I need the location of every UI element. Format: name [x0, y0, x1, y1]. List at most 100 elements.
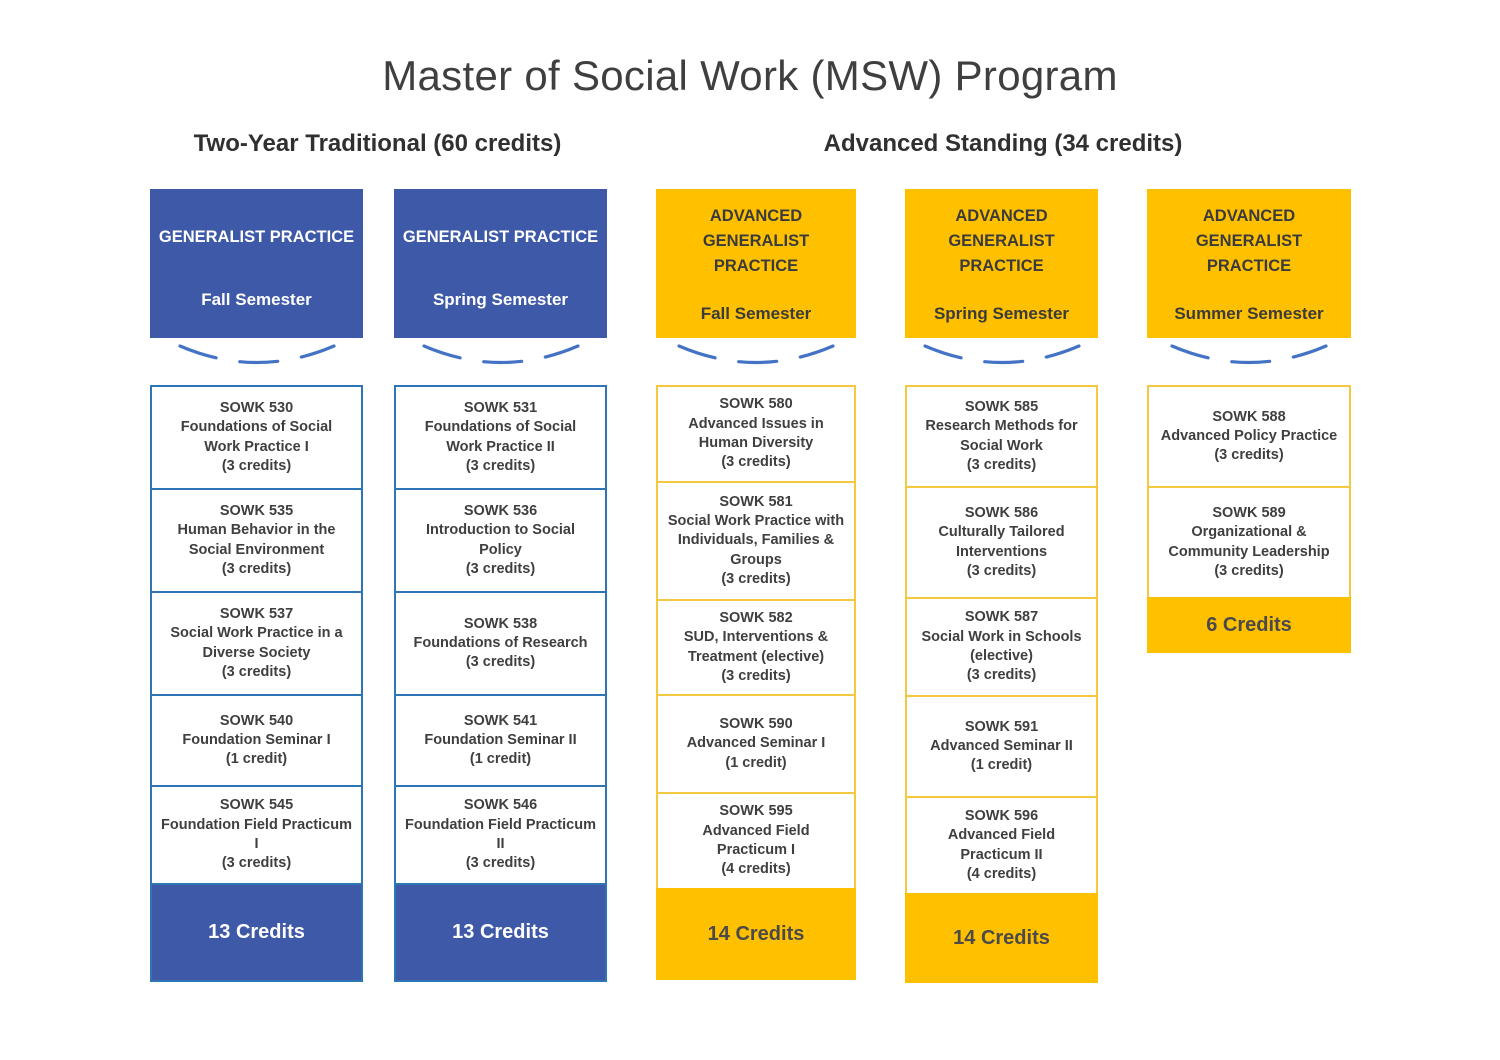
semester-label: Fall Semester [201, 290, 312, 309]
course-stack: SOWK 585 Research Methods for Social Wor… [905, 385, 1098, 983]
course-title: Foundations of Social Work Practice I [180, 419, 333, 455]
course-stack: SOWK 531 Foundations of Social Work Prac… [394, 385, 607, 982]
course-code: SOWK 530 [219, 399, 294, 416]
course-box: SOWK 537 Social Work Practice in a Diver… [150, 591, 363, 696]
semester-label: Spring Semester [933, 304, 1070, 323]
course-credits: (3 credits) [221, 855, 292, 872]
course-credits: (3 credits) [966, 456, 1037, 473]
course-code: SOWK 540 [219, 712, 294, 729]
course-credits: (3 credits) [721, 570, 791, 587]
course-title: Foundations of Research [413, 634, 588, 651]
semester-label: Spring Semester [432, 290, 569, 309]
course-title: Research Methods for Social Work [925, 418, 1078, 454]
column-generalist-spring: GENERALIST PRACTICE Spring Semester SOWK… [394, 189, 607, 982]
course-box: SOWK 585 Research Methods for Social Wor… [905, 385, 1098, 488]
course-box: SOWK 588 Advanced Policy Practice (3 cre… [1147, 385, 1351, 488]
course-code: SOWK 581 [719, 493, 793, 510]
course-box: SOWK 540 Foundation Seminar I (1 credit) [150, 694, 363, 787]
course-credits: (3 credits) [465, 457, 536, 474]
page-title: Master of Social Work (MSW) Program [382, 52, 1118, 99]
course-title: Introduction to Social Policy [425, 522, 576, 558]
course-box: SOWK 535 Human Behavior in the Social En… [150, 488, 363, 593]
course-code: SOWK 586 [964, 504, 1039, 521]
course-box: SOWK 582 SUD, Interventions & Treatment … [656, 599, 856, 696]
program-name: ADVANCED GENERALIST PRACTICE [1195, 207, 1303, 275]
course-box: SOWK 546 Foundation Field Practicum II (… [394, 785, 607, 885]
program-name: ADVANCED GENERALIST PRACTICE [702, 207, 810, 275]
course-title: Advanced Field Practicum I [702, 822, 810, 858]
course-credits: (3 credits) [1214, 562, 1284, 579]
course-credits: (3 credits) [721, 667, 791, 684]
course-credits: (1 credit) [225, 751, 288, 768]
course-box: SOWK 587 Social Work in Schools (electiv… [905, 597, 1098, 697]
arc-connector-icon [1147, 343, 1351, 367]
credits-total-box: 6 Credits [1147, 597, 1351, 653]
column-advanced-fall: ADVANCED GENERALIST PRACTICE Fall Semest… [656, 189, 856, 980]
course-code: SOWK 538 [463, 615, 538, 632]
course-code: SOWK 546 [463, 797, 538, 814]
semester-label: Fall Semester [700, 304, 812, 323]
course-code: SOWK 590 [719, 716, 793, 733]
column-advanced-summer: ADVANCED GENERALIST PRACTICE Summer Seme… [1147, 189, 1351, 653]
course-title: Foundation Field Practicum I [161, 816, 352, 852]
track-label-advanced-standing: Advanced Standing (34 credits) [823, 130, 1183, 157]
course-code: SOWK 595 [719, 803, 793, 820]
semester-label: Summer Semester [1174, 304, 1324, 323]
course-code: SOWK 541 [463, 712, 538, 729]
course-code: SOWK 580 [719, 396, 793, 413]
course-code: SOWK 545 [219, 797, 294, 814]
course-code: SOWK 531 [463, 399, 538, 416]
arc-connector-icon [656, 343, 856, 367]
course-box: SOWK 545 Foundation Field Practicum I (3… [150, 785, 363, 885]
course-title: SUD, Interventions & Treatment (elective… [683, 629, 829, 665]
course-credits: (3 credits) [221, 457, 292, 474]
course-code: SOWK 587 [964, 609, 1039, 626]
course-credits: (3 credits) [221, 663, 292, 680]
course-box: SOWK 531 Foundations of Social Work Prac… [394, 385, 607, 490]
course-credits: (1 credit) [725, 754, 787, 771]
course-title: Advanced Seminar I [686, 735, 826, 752]
course-title: Organizational & Community Leadership [1168, 524, 1330, 560]
course-credits: (4 credits) [721, 861, 791, 878]
arc-connector-icon [394, 343, 607, 367]
program-header-box: GENERALIST PRACTICE Fall Semester [150, 189, 363, 338]
course-credits: (3 credits) [465, 560, 536, 577]
course-credits: (3 credits) [966, 667, 1037, 684]
course-title: Foundations of Social Work Practice II [424, 419, 577, 455]
course-title: Advanced Seminar II [930, 737, 1073, 754]
course-credits: (3 credits) [465, 855, 536, 872]
course-credits: (3 credits) [721, 454, 791, 471]
course-box: SOWK 538 Foundations of Research (3 cred… [394, 591, 607, 696]
course-box: SOWK 536 Introduction to Social Policy (… [394, 488, 607, 593]
course-title: Culturally Tailored Interventions [938, 524, 1065, 560]
course-title: Foundation Field Practicum II [405, 816, 596, 852]
course-box: SOWK 589 Organizational & Community Lead… [1147, 486, 1351, 599]
course-title: Advanced Issues in Human Diversity [688, 415, 824, 451]
course-credits: (3 credits) [966, 562, 1037, 579]
course-title: Social Work Practice in a Diverse Societ… [170, 625, 343, 661]
course-title: Social Work Practice with Individuals, F… [667, 513, 845, 568]
course-code: SOWK 535 [219, 502, 294, 519]
course-title: Human Behavior in the Social Environment [177, 522, 336, 558]
course-box: SOWK 586 Culturally Tailored Interventio… [905, 486, 1098, 599]
course-code: SOWK 589 [1212, 504, 1286, 521]
course-credits: (4 credits) [966, 865, 1037, 882]
course-code: SOWK 588 [1212, 408, 1286, 425]
course-stack: SOWK 588 Advanced Policy Practice (3 cre… [1147, 385, 1351, 653]
course-box: SOWK 590 Advanced Seminar I (1 credit) [656, 694, 856, 794]
course-credits: (3 credits) [1214, 447, 1284, 464]
program-name: GENERALIST PRACTICE [402, 228, 599, 246]
course-code: SOWK 591 [964, 718, 1039, 735]
course-code: SOWK 537 [219, 605, 294, 622]
course-credits: (3 credits) [465, 654, 536, 671]
course-box: SOWK 580 Advanced Issues in Human Divers… [656, 385, 856, 483]
course-title: Social Work in Schools (elective) [921, 628, 1082, 664]
program-name: GENERALIST PRACTICE [158, 228, 355, 246]
credits-total-box: 14 Credits [656, 888, 856, 980]
credits-total-box: 14 Credits [905, 893, 1098, 983]
course-box: SOWK 591 Advanced Seminar II (1 credit) [905, 695, 1098, 798]
course-box: SOWK 596 Advanced Field Practicum II (4 … [905, 796, 1098, 895]
course-title: Advanced Policy Practice [1160, 427, 1338, 444]
course-credits: (1 credit) [469, 751, 532, 768]
